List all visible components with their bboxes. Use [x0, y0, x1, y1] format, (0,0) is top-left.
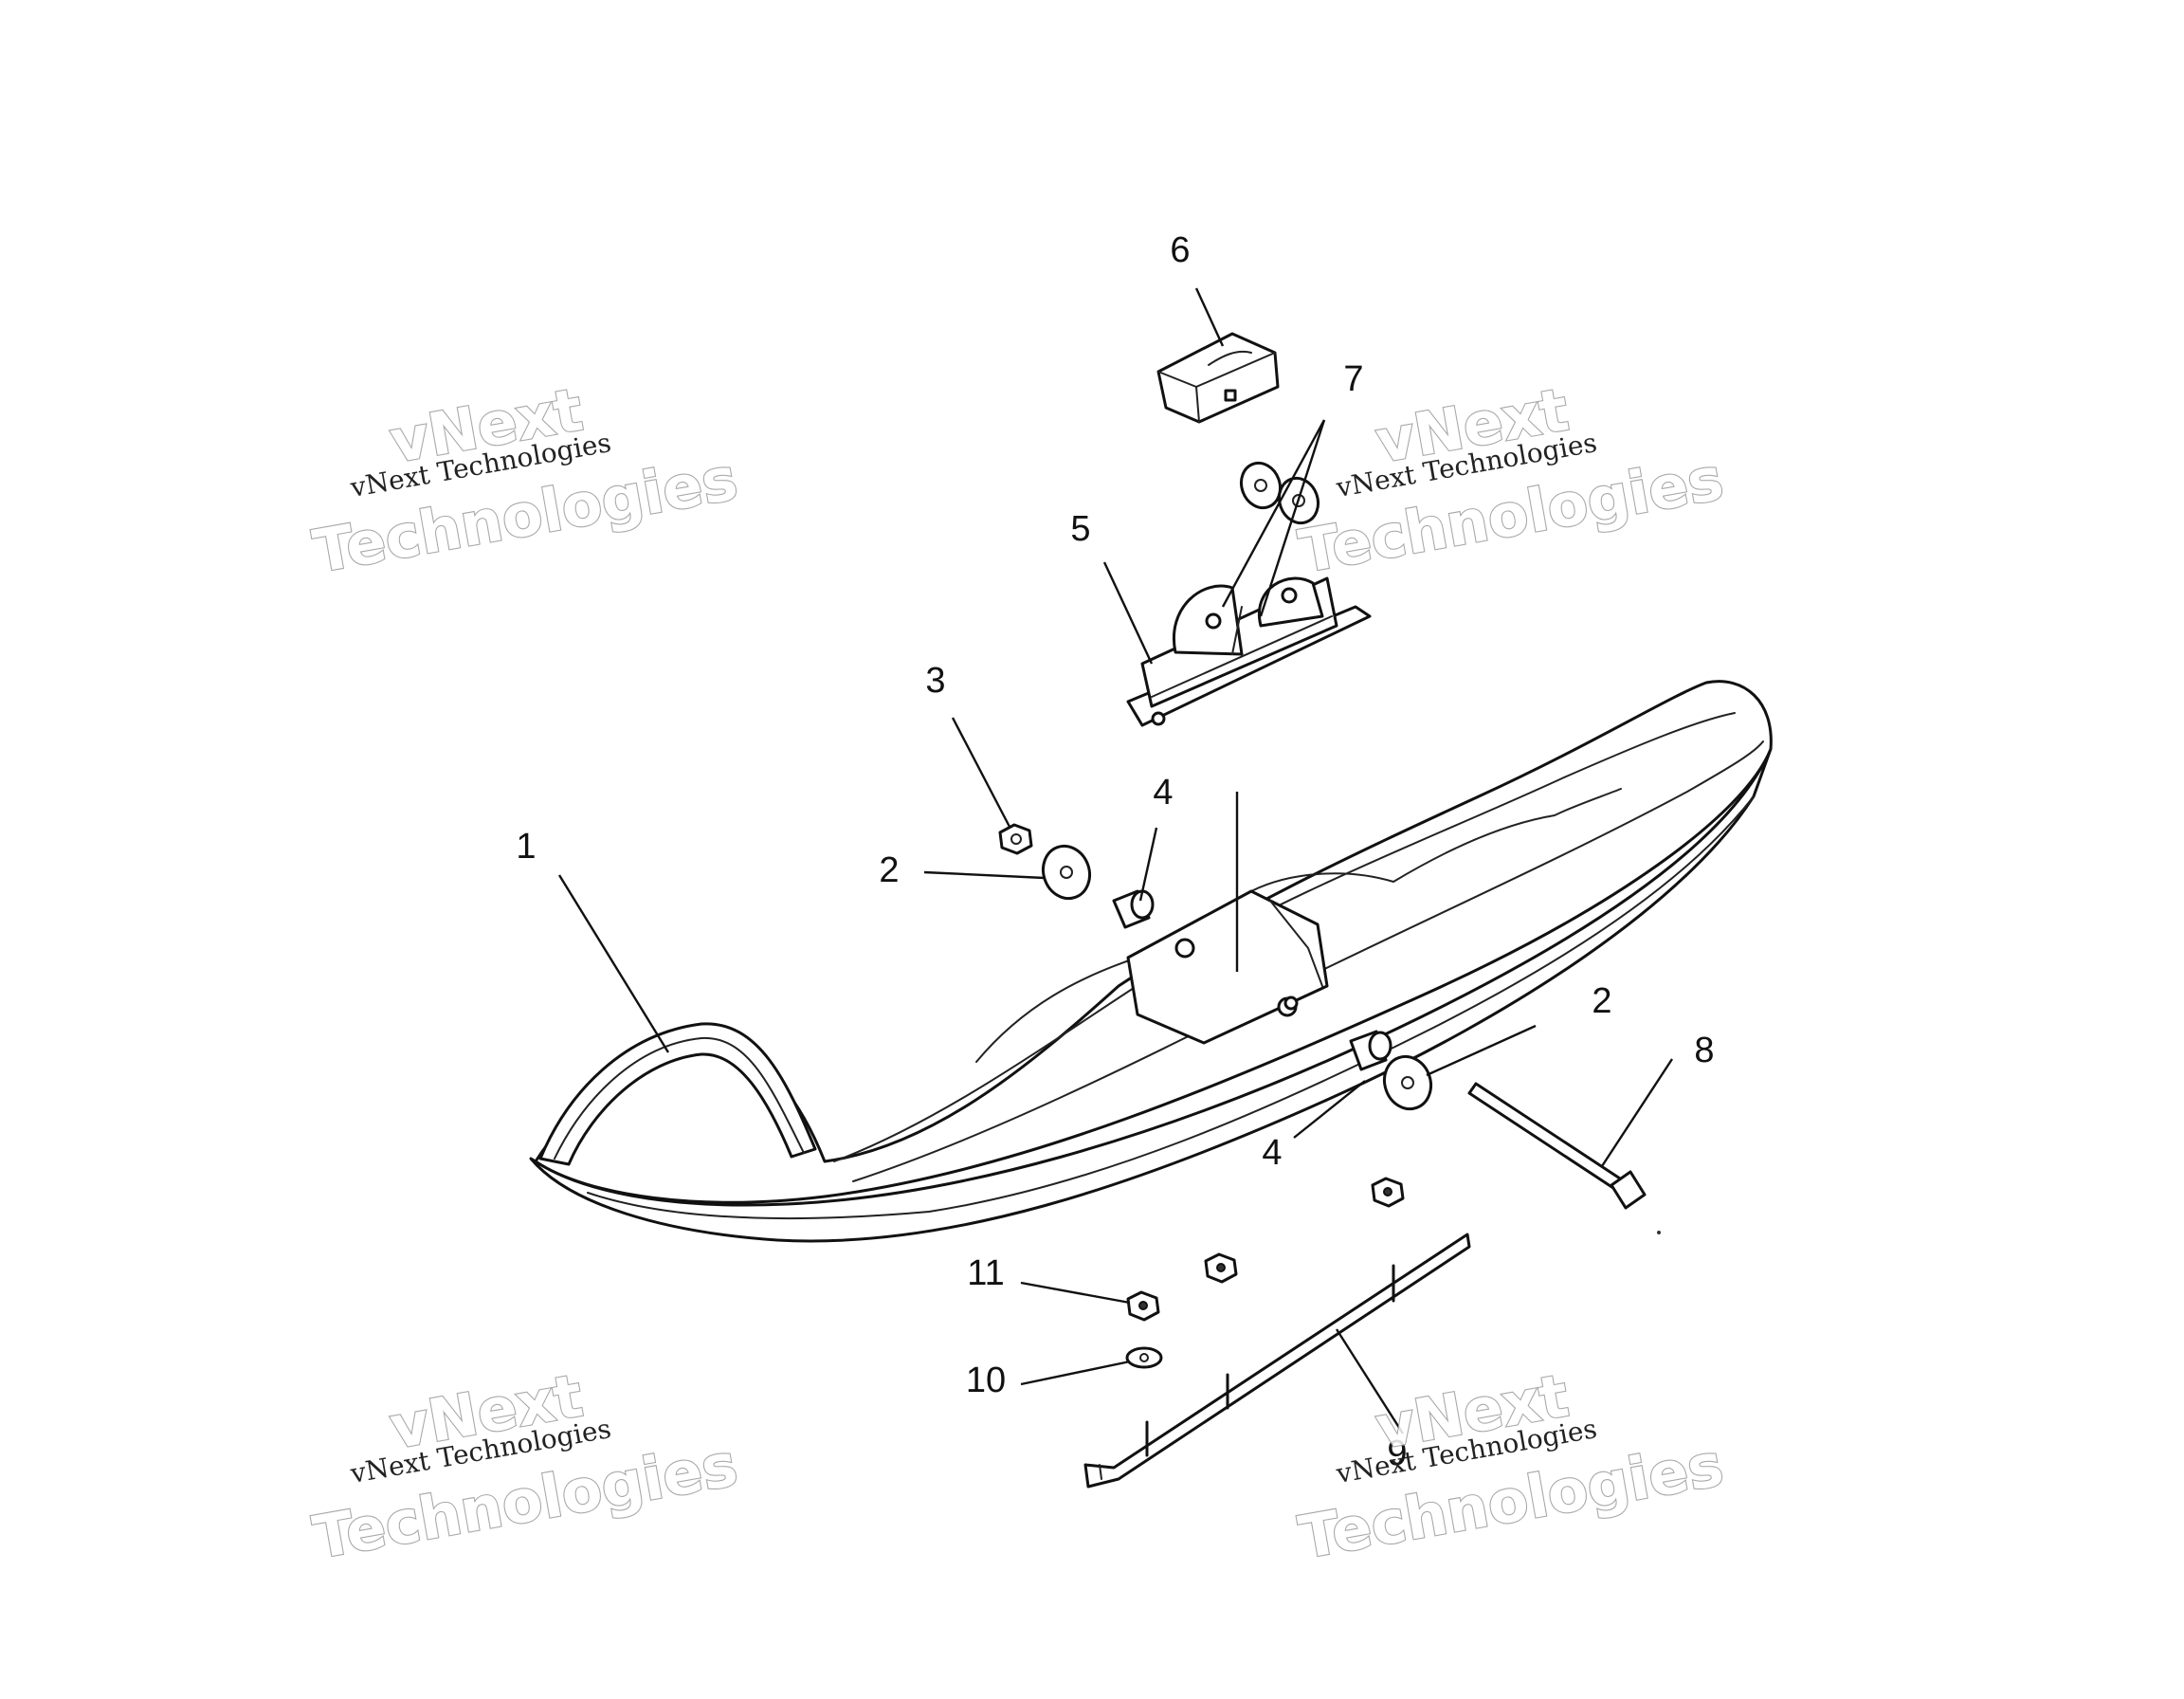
- callout-6: 6: [1170, 230, 1190, 270]
- callout-numbers: 1 2 3 4 2 4 5 6 7 8 9 10 11: [516, 230, 1714, 1473]
- callout-4-bottom: 4: [1262, 1133, 1282, 1173]
- callout-2-left: 2: [879, 850, 899, 890]
- nut-part-3: [998, 823, 1033, 855]
- stray-dot: [1657, 1231, 1661, 1234]
- wear-bar-part-9: [1083, 1233, 1471, 1489]
- callout-10: 10: [966, 1361, 1006, 1400]
- callout-5: 5: [1070, 509, 1090, 549]
- watermark-bottom-left: vNext vNext Technologies Technologies: [307, 1360, 743, 1573]
- watermark-bottom-right: vNext vNext Technologies Technologies: [1293, 1360, 1729, 1573]
- watermark-top-left: vNext vNext Technologies Technologies: [307, 374, 743, 587]
- leader-lines: [557, 287, 1674, 1434]
- saddle-bracket: [1126, 576, 1372, 727]
- callout-2-right: 2: [1592, 981, 1611, 1021]
- nut-part-11: [1126, 1290, 1160, 1322]
- rubber-bumper: [1156, 332, 1280, 424]
- washer-part-10: [1125, 1346, 1163, 1369]
- nut-lower-middle: [1204, 1252, 1238, 1284]
- callout-11: 11: [967, 1253, 1004, 1293]
- ski-body: [529, 680, 1773, 1243]
- bolt-part-8: [1467, 1082, 1647, 1210]
- callout-3: 3: [925, 661, 945, 701]
- spacer-part-4-right: [1349, 1030, 1392, 1071]
- callout-8: 8: [1694, 1031, 1714, 1070]
- callout-7: 7: [1343, 359, 1363, 399]
- spacer-part-4-left: [1112, 889, 1155, 929]
- callout-4-top: 4: [1153, 773, 1173, 813]
- washer-part-2-left: [1041, 844, 1092, 901]
- ski-bolt-hole: [1283, 996, 1299, 1011]
- nut-lower-right: [1371, 1177, 1405, 1208]
- callout-9: 9: [1387, 1434, 1407, 1473]
- callout-1: 1: [516, 827, 536, 867]
